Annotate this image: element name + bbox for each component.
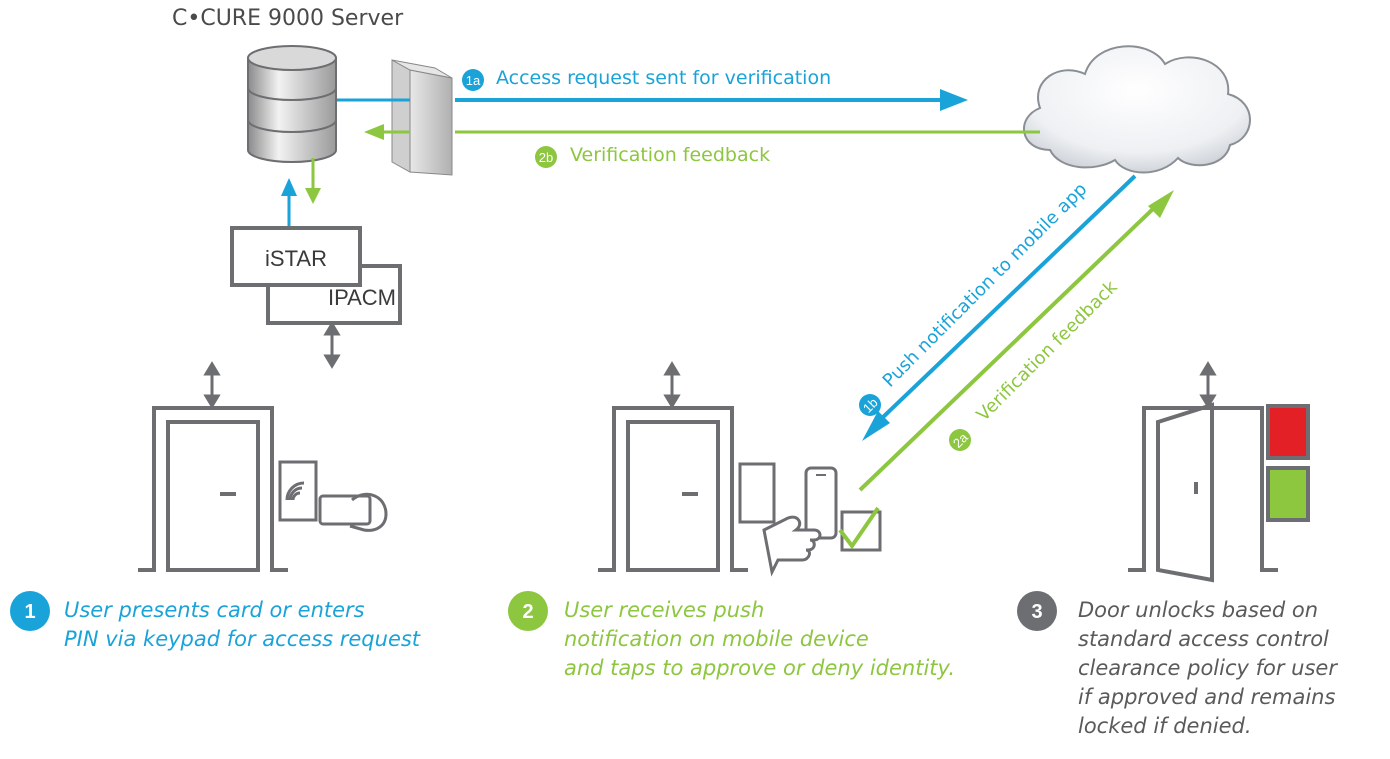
- server-title: C•CURE 9000 Server: [172, 6, 404, 31]
- hand-tap-icon: [762, 515, 822, 577]
- badge-2a: [949, 429, 971, 451]
- door-1-icon: [138, 406, 288, 572]
- step-3-line-5: locked if denied.: [1078, 714, 1252, 738]
- ipacm-label: IPACM: [328, 285, 396, 310]
- step-3-badge-text: 3: [1031, 601, 1042, 623]
- step-2-badge-text: 2: [522, 601, 533, 623]
- step-1-line-1: User presents card or enters: [64, 598, 365, 622]
- double-arrow-door-2: [663, 361, 681, 409]
- badge-2b-text: 2b: [539, 150, 553, 165]
- arrow-1b-head: [862, 411, 890, 441]
- step-3-line-4: if approved and remains: [1078, 685, 1336, 709]
- step-3-badge: [1017, 591, 1057, 631]
- step-3-line-3: clearance policy for user: [1078, 656, 1337, 680]
- mobile-phone-icon: [804, 466, 838, 540]
- step-1-text: User presents card or enters PIN via key…: [64, 596, 420, 654]
- card-reader-icon: [278, 460, 318, 522]
- approval-check-icon: [838, 506, 882, 552]
- arrow-2a: [858, 204, 1158, 492]
- arrow-1b: [878, 174, 1137, 422]
- arrow-2a-head: [1148, 190, 1174, 218]
- arrow-2b-head: [364, 124, 384, 140]
- door-3-icon: [1128, 402, 1278, 583]
- step-1-badge: [10, 591, 50, 631]
- badge-1a-text: 1a: [466, 73, 481, 88]
- label-2a: Verification feedback: [973, 276, 1122, 425]
- status-lights-icon: [1266, 404, 1310, 522]
- label-1a: Access request sent for verification: [496, 67, 832, 89]
- door-2-icon: [598, 406, 748, 572]
- badge-1a: [462, 69, 484, 91]
- step-1-line-2: PIN via keypad for access request: [64, 627, 421, 651]
- keypad-reader-icon: [738, 462, 776, 524]
- badge-2b: [535, 146, 557, 168]
- istar-box: [230, 226, 362, 287]
- database-server-icon: [247, 45, 337, 163]
- label-1b: Push notification to mobile app: [879, 179, 1092, 392]
- step-2-badge: [508, 591, 548, 631]
- step-2-text: User receives push notification on mobil…: [564, 596, 955, 683]
- arrow-istar-to-server-head: [281, 178, 297, 196]
- double-arrow-door-1: [203, 361, 221, 409]
- double-arrow-door-3: [1199, 361, 1217, 409]
- step-3-line-2: standard access control: [1078, 627, 1329, 651]
- label-2b: Verification feedback: [570, 144, 771, 166]
- step-2-line-2: notification on mobile device: [564, 627, 869, 651]
- istar-label: iSTAR: [265, 246, 327, 271]
- arrow-1a-head: [940, 89, 968, 111]
- step-2-line-1: User receives push: [564, 598, 765, 622]
- step-3-text: Door unlocks based on standard access co…: [1078, 596, 1337, 741]
- step-3-line-1: Door unlocks based on: [1078, 598, 1319, 622]
- firewall-icon: [391, 59, 453, 176]
- access-card-icon: [318, 492, 388, 532]
- step-2-line-3: and taps to approve or deny identity.: [564, 656, 956, 680]
- arrow-server-to-istar-head: [305, 188, 321, 204]
- badge-1b: [859, 394, 881, 416]
- double-arrow-ipacm: [323, 321, 341, 369]
- step-1-badge-text: 1: [24, 601, 35, 623]
- cloud-icon: [1023, 45, 1251, 174]
